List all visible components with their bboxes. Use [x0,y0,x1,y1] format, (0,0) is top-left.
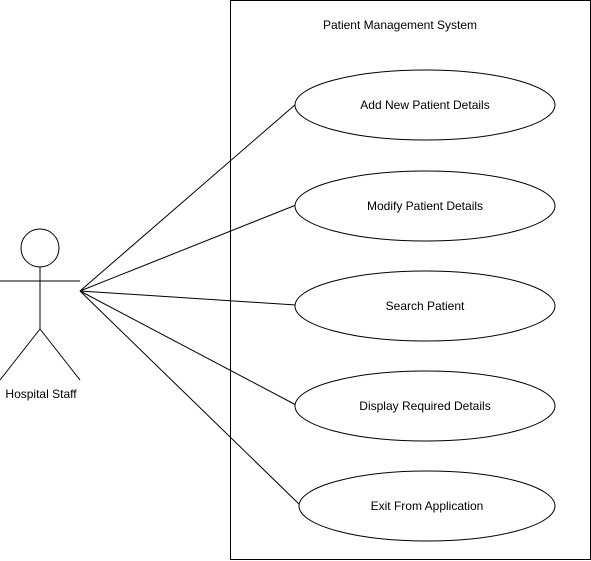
use-case-ellipse [294,370,556,442]
system-title: Patient Management System [323,18,477,32]
use-case-exit-from-application: Exit From Application [298,470,556,542]
association-display-required-details [79,290,297,406]
associations [79,103,301,506]
use-case-label: Modify Patient Details [367,199,483,213]
use-case-add-new-patient-details: Add New Patient Details [294,69,556,141]
association-add-new-patient-details [79,103,297,292]
use-case-search-patient: Search Patient [294,270,556,342]
association-modify-patient-details [79,204,297,292]
use-case-display-required-details: Display Required Details [294,370,556,442]
use-case-label: Add New Patient Details [360,98,489,112]
use-case-label: Search Patient [386,299,465,313]
use-case-label: Display Required Details [359,399,490,413]
actor-head [20,228,60,268]
actor-hospital-staff [0,228,81,381]
use-case-label: Exit From Application [371,499,484,513]
use-case-ellipse [294,170,556,242]
use-case-modify-patient-details: Modify Patient Details [294,170,556,242]
association-search-patient [79,290,297,306]
use-case-ellipse [294,69,556,141]
use-case-ellipse [294,270,556,342]
actor-right-leg [39,328,81,381]
association-exit-from-application [79,290,301,506]
actor-label: Hospital Staff [5,387,77,401]
use-case-ellipse [298,470,556,542]
actor-left-leg [0,328,41,381]
